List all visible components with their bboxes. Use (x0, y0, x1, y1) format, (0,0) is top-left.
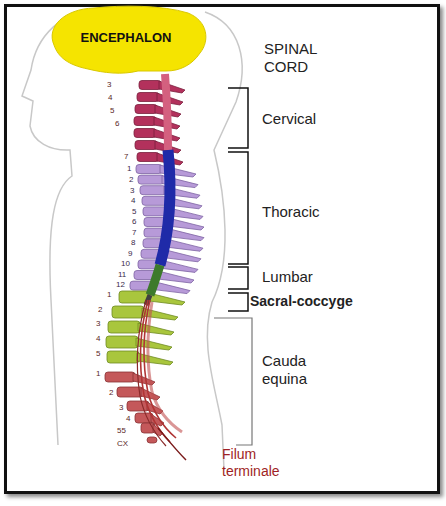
vertebral-body (147, 437, 157, 443)
vertebral-body (134, 129, 156, 138)
vertebra-number: 6 (132, 217, 136, 227)
spinous-process (158, 271, 194, 283)
vertebra-number: 5 (132, 207, 136, 217)
vertebral-body (107, 351, 139, 363)
region-label: Lumbar (262, 268, 313, 286)
vertebra-number: 2 (129, 175, 133, 185)
vertebra (135, 105, 181, 118)
vertebra-number: 1 (96, 369, 100, 379)
vertebra-number: 4 (126, 414, 130, 424)
vertebral-body (106, 336, 138, 348)
brain-label: ENCEPHALON (80, 30, 171, 45)
vertebra-number: 3 (130, 186, 134, 196)
vertebral-body (105, 372, 135, 382)
vertebra-number: CX (117, 439, 128, 449)
vertebra-number: 5 (96, 349, 100, 359)
vertebral-body (112, 306, 144, 318)
spinous-process (165, 250, 201, 262)
vertebra-number: 3 (107, 80, 111, 90)
vertebral-body (136, 165, 162, 174)
vertebral-body (139, 81, 161, 90)
lumbar-cord (150, 265, 160, 295)
vertebra-number: 11 (118, 270, 126, 280)
vertebral-body (138, 175, 164, 184)
region-bracket (228, 152, 248, 264)
vertebra-number: 1 (107, 290, 111, 300)
spinous-process (168, 229, 204, 241)
vertebral-body (137, 93, 159, 102)
region-label: Cervical (262, 110, 316, 128)
vertebra-number: 7 (124, 152, 128, 162)
region-bracket (228, 267, 248, 289)
spinous-process (167, 239, 203, 251)
vertebral-column (105, 81, 204, 444)
vertebra-number: 2 (98, 305, 102, 315)
region-label: Filum terminale (222, 446, 302, 480)
region-label: Cauda equina (262, 352, 332, 388)
region-bracket (228, 293, 248, 311)
vertebra (105, 372, 155, 385)
region-label: Sacral-coccyge (250, 293, 353, 310)
region-bracket (228, 88, 248, 148)
cauda-equina-band (148, 302, 182, 432)
vertebra-number: 3 (119, 403, 123, 413)
brain-fill (52, 6, 206, 73)
vertebra-number: 3 (96, 319, 100, 329)
vertebra-number: 7 (132, 228, 136, 238)
vertebra-number: 2 (109, 388, 113, 398)
vertebra-number: 4 (131, 196, 135, 206)
brain-shape: ENCEPHALON (42, 5, 210, 75)
body-outline (205, 12, 242, 470)
cervical-cord (165, 74, 168, 150)
vertebra-number: 12 (116, 280, 125, 290)
vertebral-body (135, 105, 157, 114)
vertebra (135, 141, 181, 154)
cauda-equina-nerve (137, 300, 166, 446)
vertebra (137, 153, 183, 166)
spinous-process (154, 282, 190, 294)
vertebra-number: 4 (108, 93, 112, 103)
region-bracket (214, 318, 252, 445)
vertebra-number: 9 (128, 249, 132, 259)
vertebra-number: 1 (127, 164, 131, 174)
vertebral-body (140, 186, 166, 195)
spinous-process (162, 260, 198, 272)
vertebral-body (134, 117, 156, 126)
diagram-title: SPINAL CORD (264, 40, 354, 76)
region-label: Thoracic (262, 203, 320, 221)
vertebra-number: 6 (115, 119, 119, 129)
vertebral-body (137, 153, 159, 162)
vertebra-number: 10 (121, 259, 130, 269)
vertebra (134, 129, 180, 142)
vertebral-body (142, 196, 168, 205)
brain-text-box: ENCEPHALON (42, 5, 210, 75)
filum-terminale-line (158, 428, 186, 460)
vertebra (137, 93, 183, 106)
vertebral-body (135, 141, 157, 150)
vertebra-number: 5 (110, 106, 114, 116)
vertebra-number: 55 (117, 426, 126, 436)
spinous-process (137, 353, 173, 365)
vertebra-number: 4 (96, 334, 100, 344)
vertebra-number: 8 (131, 238, 135, 248)
vertebral-body (108, 321, 140, 333)
picture-frame (4, 4, 440, 494)
thoracic-cord (160, 150, 170, 265)
vertebra (147, 437, 157, 443)
body-outline (22, 9, 100, 445)
vertebra (134, 117, 180, 130)
